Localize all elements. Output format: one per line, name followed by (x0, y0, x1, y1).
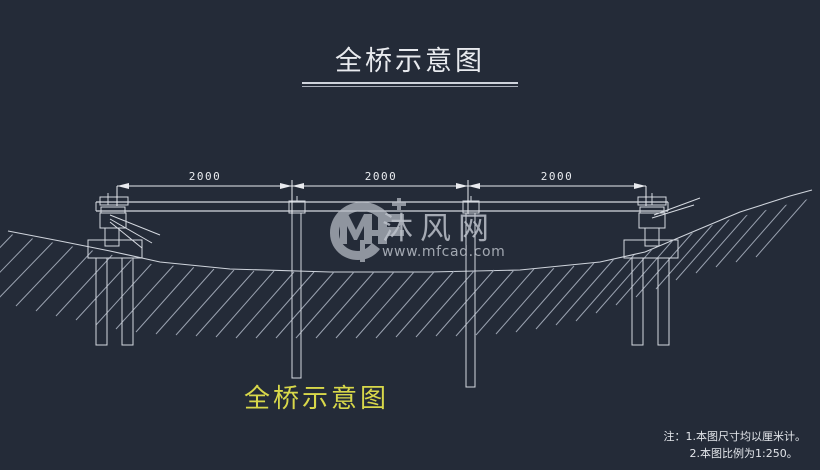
notes-prefix: 注： (663, 429, 686, 443)
dimension-label-span-1: 2000 (188, 170, 222, 183)
drawing-caption: 全桥示意图 (244, 384, 390, 414)
left-abutment (87, 193, 161, 346)
dimension-chain (116, 180, 647, 214)
watermark-url: www.mfcad.com (382, 244, 506, 260)
pier-1 (288, 196, 306, 379)
dimension-label-span-3: 2000 (540, 170, 574, 183)
note-line-1: 注：1.本图尺寸均以厘米计。 (664, 428, 807, 445)
note-item-1: 1.本图尺寸均以厘米计。 (685, 429, 807, 443)
note-line-2: 2.本图比例为1:250。 (664, 445, 807, 462)
watermark-brand: 沐风网 (382, 211, 496, 247)
dim-arrowheads (117, 183, 646, 189)
pier-2 (462, 196, 480, 388)
drawing-notes: 注：1.本图尺寸均以厘米计。 2.本图比例为1:250。 (664, 428, 807, 462)
dimension-label-span-2: 2000 (364, 170, 398, 183)
right-abutment (623, 193, 701, 346)
note-item-2: 2.本图比例为1:250。 (689, 446, 798, 460)
ground-hatch-pattern (0, 196, 815, 339)
